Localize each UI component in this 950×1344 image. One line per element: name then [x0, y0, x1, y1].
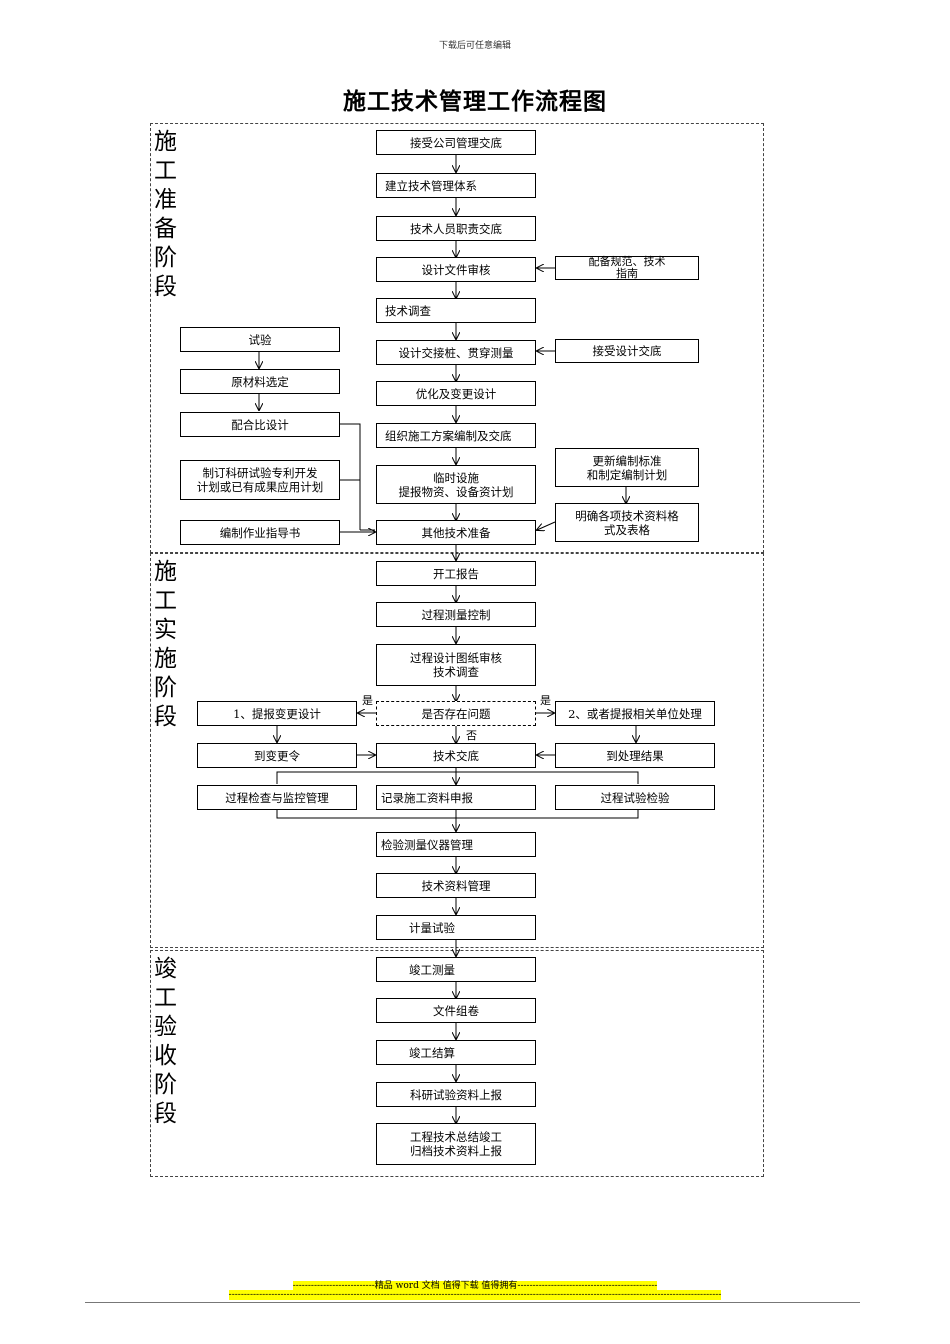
flow-box-work-instructions: 编制作业指导书	[180, 520, 340, 545]
footer-dashes: ----------------------------------------…	[0, 1290, 950, 1300]
flow-box-records: 记录施工资料申报	[376, 785, 536, 810]
flow-box-test: 试验	[180, 327, 340, 352]
flow-box-optimize-design: 优化及变更设计	[376, 381, 536, 406]
flow-box-metrology: 计量试验	[376, 915, 536, 940]
flow-box-design-review: 设计文件审核	[376, 257, 536, 282]
stage-label-accept: 竣 工 验 收 阶 段	[154, 956, 177, 1127]
flow-box-temp-facilities: 临时设施 提报物资、设备资计划	[376, 465, 536, 504]
flow-box-company-handover: 接受公司管理交底	[376, 130, 536, 155]
flow-box-standards: 配备规范、技术 指南	[555, 256, 699, 280]
flow-box-inspection: 过程检查与监控管理	[197, 785, 357, 810]
flow-box-material-select: 原材料选定	[180, 369, 340, 394]
footer-rule	[85, 1302, 860, 1303]
flow-box-archive: 文件组卷	[376, 998, 536, 1023]
label-yes-right: 是	[540, 694, 551, 707]
page-title: 施工技术管理工作流程图	[343, 88, 607, 115]
flow-box-other-prep: 其他技术准备	[376, 520, 536, 545]
header-note: 下载后可任意编辑	[438, 41, 511, 51]
label-no: 否	[466, 729, 477, 742]
footer-banner: ---------------------------精品 word 文档 值得…	[0, 1278, 950, 1291]
stage-label-impl: 施 工 实 施 阶 段	[154, 559, 177, 730]
flow-box-doc-mgmt: 技术资料管理	[376, 873, 536, 898]
footer-banner-text: ---------------------------精品 word 文档 值得…	[292, 1281, 658, 1291]
flow-box-tech-survey: 技术调查	[376, 298, 536, 323]
stage-frame-prep	[150, 123, 764, 553]
flow-box-settlement: 竣工结算	[376, 1040, 536, 1065]
flow-box-construction-plan: 组织施工方案编制及交底	[376, 423, 536, 448]
flow-box-doc-formats: 明确各项技术资料格 式及表格	[555, 503, 699, 542]
flow-box-change-order: 到变更令	[197, 743, 357, 768]
flow-box-research-report: 科研试验资料上报	[376, 1082, 536, 1107]
flow-box-process-test: 过程试验检验	[555, 785, 715, 810]
flow-box-final-summary: 工程技术总结竣工 归档技术资料上报	[376, 1123, 536, 1165]
stage-label-prep: 施 工 准 备 阶 段	[154, 129, 177, 300]
flow-box-instrument-mgmt: 检验测量仪器管理	[376, 832, 536, 857]
flow-box-survey-control: 过程测量控制	[376, 602, 536, 627]
flow-box-research-plan: 制订科研试验专利开发 计划或已有成果应用计划	[180, 460, 340, 500]
footer-dashes-text: ----------------------------------------…	[228, 1290, 722, 1300]
flow-box-issue-check: 是否存在问题	[376, 701, 536, 726]
flow-box-tech-handover: 技术交底	[376, 743, 536, 768]
flow-box-handling-result: 到处理结果	[555, 743, 715, 768]
flow-box-tech-system: 建立技术管理体系	[376, 173, 536, 198]
label-yes-left: 是	[362, 694, 373, 707]
flow-box-stake-handover: 设计交接桩、贯穿测量	[376, 340, 536, 365]
flow-box-mix-design: 配合比设计	[180, 412, 340, 437]
flow-box-duty-handover: 技术人员职责交底	[376, 216, 536, 241]
flow-box-submit-other: 2、或者提报相关单位处理	[555, 701, 715, 726]
flow-box-submit-change: 1、提报变更设计	[197, 701, 357, 726]
flow-box-design-briefing: 接受设计交底	[555, 339, 699, 363]
flow-box-final-survey: 竣工测量	[376, 957, 536, 982]
flow-box-drawing-review: 过程设计图纸审核 技术调查	[376, 644, 536, 686]
flow-box-start-report: 开工报告	[376, 561, 536, 586]
flow-box-update-standards: 更新编制标准 和制定编制计划	[555, 448, 699, 487]
